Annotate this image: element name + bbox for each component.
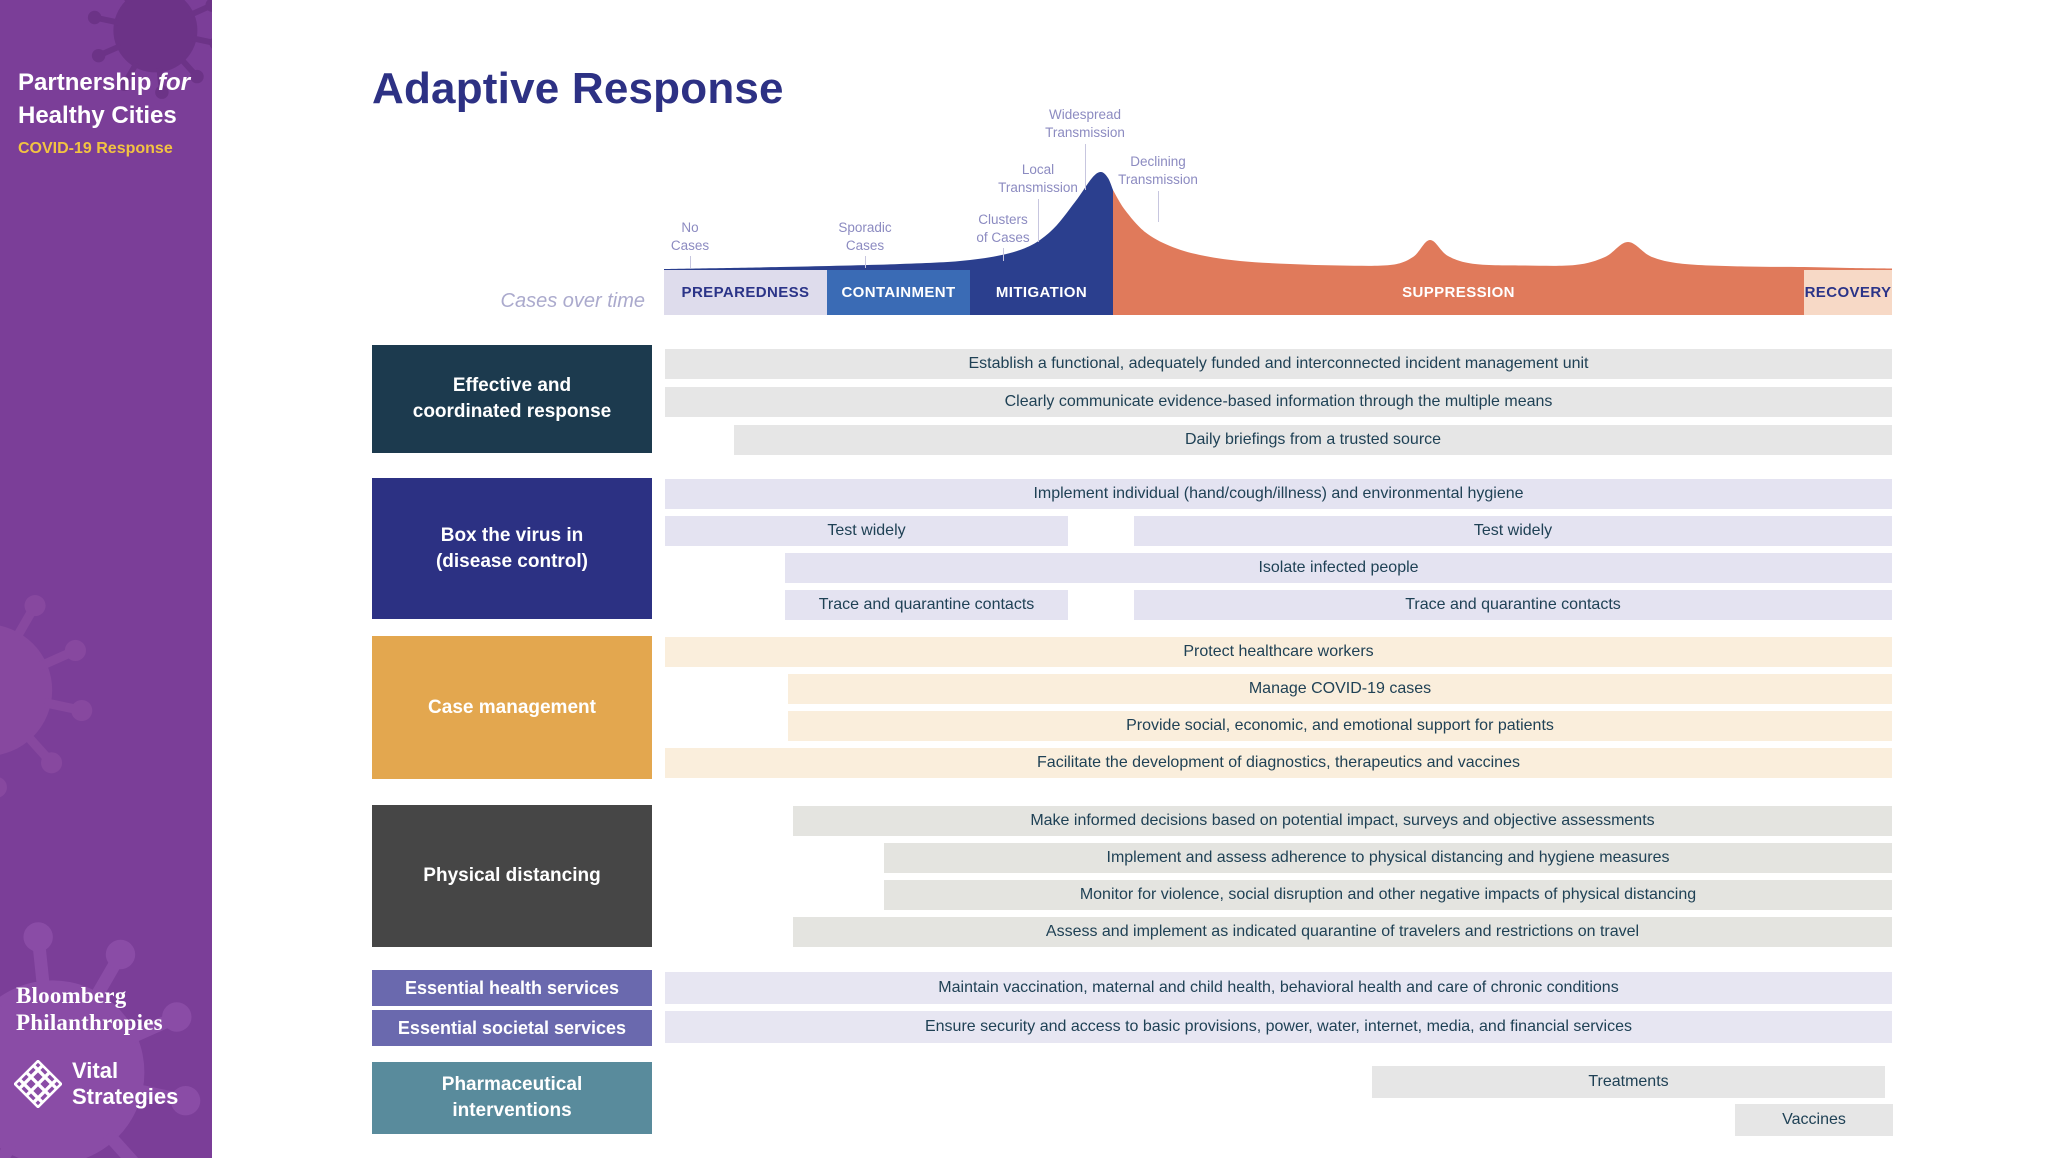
epi-curve-rise-area: [664, 172, 1113, 270]
category-box-essential-health-services: Essential health services: [372, 970, 652, 1006]
activity-bar: Facilitate the development of diagnostic…: [665, 748, 1892, 778]
milestone-label: Clusters of Cases: [976, 212, 1030, 245]
vital-strategies-logo: Vital Strategies: [14, 1058, 178, 1110]
page-title: Adaptive Response: [372, 64, 784, 113]
activity-bar: Isolate infected people: [785, 553, 1892, 583]
category-box-pharmaceutical-interventions: Pharmaceutical interventions: [372, 1062, 652, 1134]
milestone-tick: [1158, 191, 1159, 222]
phase-suppression: SUPPRESSION: [1113, 270, 1804, 315]
sidebar: Partnership for Healthy Cities COVID-19 …: [0, 0, 212, 1158]
phase-mitigation: MITIGATION: [970, 270, 1113, 315]
activity-bar: Implement and assess adherence to physic…: [884, 843, 1892, 873]
milestone-label: No Cases: [670, 220, 710, 253]
activity-bar: Ensure security and access to basic prov…: [665, 1011, 1892, 1043]
category-box-essential-societal-services: Essential societal services: [372, 1010, 652, 1046]
vital-strategies-wordmark: Vital Strategies: [72, 1058, 179, 1109]
activity-bar: Maintain vaccination, maternal and child…: [665, 972, 1892, 1004]
activity-bar: Manage COVID-19 cases: [788, 674, 1892, 704]
bloomberg-philanthropies-logo: Bloomberg Philanthropies: [16, 983, 163, 1035]
activity-bar: Monitor for violence, social disruption …: [884, 880, 1892, 910]
epi-curve: [664, 172, 1892, 270]
activity-bar: Make informed decisions based on potenti…: [793, 806, 1892, 836]
activity-bar: Trace and quarantine contacts: [785, 590, 1068, 620]
category-box-case-management: Case management: [372, 636, 652, 779]
category-box-box-the-virus-in-disease-control: Box the virus in (disease control): [372, 478, 652, 619]
activity-bar: Test widely: [1134, 516, 1892, 546]
activity-bar: Vaccines: [1735, 1104, 1893, 1136]
vital-strategies-logo-icon: [14, 1060, 62, 1108]
virus-icon: [0, 921, 200, 1158]
virus-icon: [0, 594, 93, 797]
activity-bar: Test widely: [665, 516, 1068, 546]
category-box-physical-distancing: Physical distancing: [372, 805, 652, 947]
milestone-label: Sporadic Cases: [838, 220, 892, 253]
epi-curve-fall-area: [1113, 190, 1892, 270]
activity-bar: Treatments: [1372, 1066, 1885, 1098]
chart-caption: Cases over time: [500, 290, 646, 312]
phase-containment: CONTAINMENT: [827, 270, 970, 315]
activity-bar: Protect healthcare workers: [665, 637, 1892, 667]
milestone-label: Local Transmission: [998, 162, 1078, 195]
org-name-line1: Partnership for: [18, 69, 191, 96]
category-box-effective-and-coordinated-response: Effective and coordinated response: [372, 345, 652, 453]
milestone-tick: [1038, 199, 1039, 242]
activity-bar: Provide social, economic, and emotional …: [788, 711, 1892, 741]
virus-icon: [87, 0, 212, 99]
milestone-label: Declining Transmission: [1118, 154, 1198, 187]
phase-recovery: RECOVERY: [1804, 270, 1892, 315]
activity-bar: Daily briefings from a trusted source: [734, 425, 1892, 455]
org-name-line2: Healthy Cities: [18, 102, 177, 129]
milestone-tick: [690, 256, 691, 268]
activity-bar: Trace and quarantine contacts: [1134, 590, 1892, 620]
activity-bar: Implement individual (hand/cough/illness…: [665, 479, 1892, 509]
org-name: Partnership for Healthy Cities: [18, 66, 190, 132]
milestone-label: Widespread Transmission: [1045, 107, 1125, 140]
activity-bar: Assess and implement as indicated quaran…: [793, 917, 1892, 947]
milestone-tick: [1003, 248, 1004, 261]
activity-bar: Establish a functional, adequately funde…: [665, 349, 1892, 379]
milestone-tick: [1085, 144, 1086, 190]
program-label: COVID-19 Response: [18, 140, 173, 157]
phase-preparedness: PREPAREDNESS: [664, 270, 827, 315]
activity-bar: Clearly communicate evidence-based infor…: [665, 387, 1892, 417]
milestone-tick: [865, 256, 866, 268]
